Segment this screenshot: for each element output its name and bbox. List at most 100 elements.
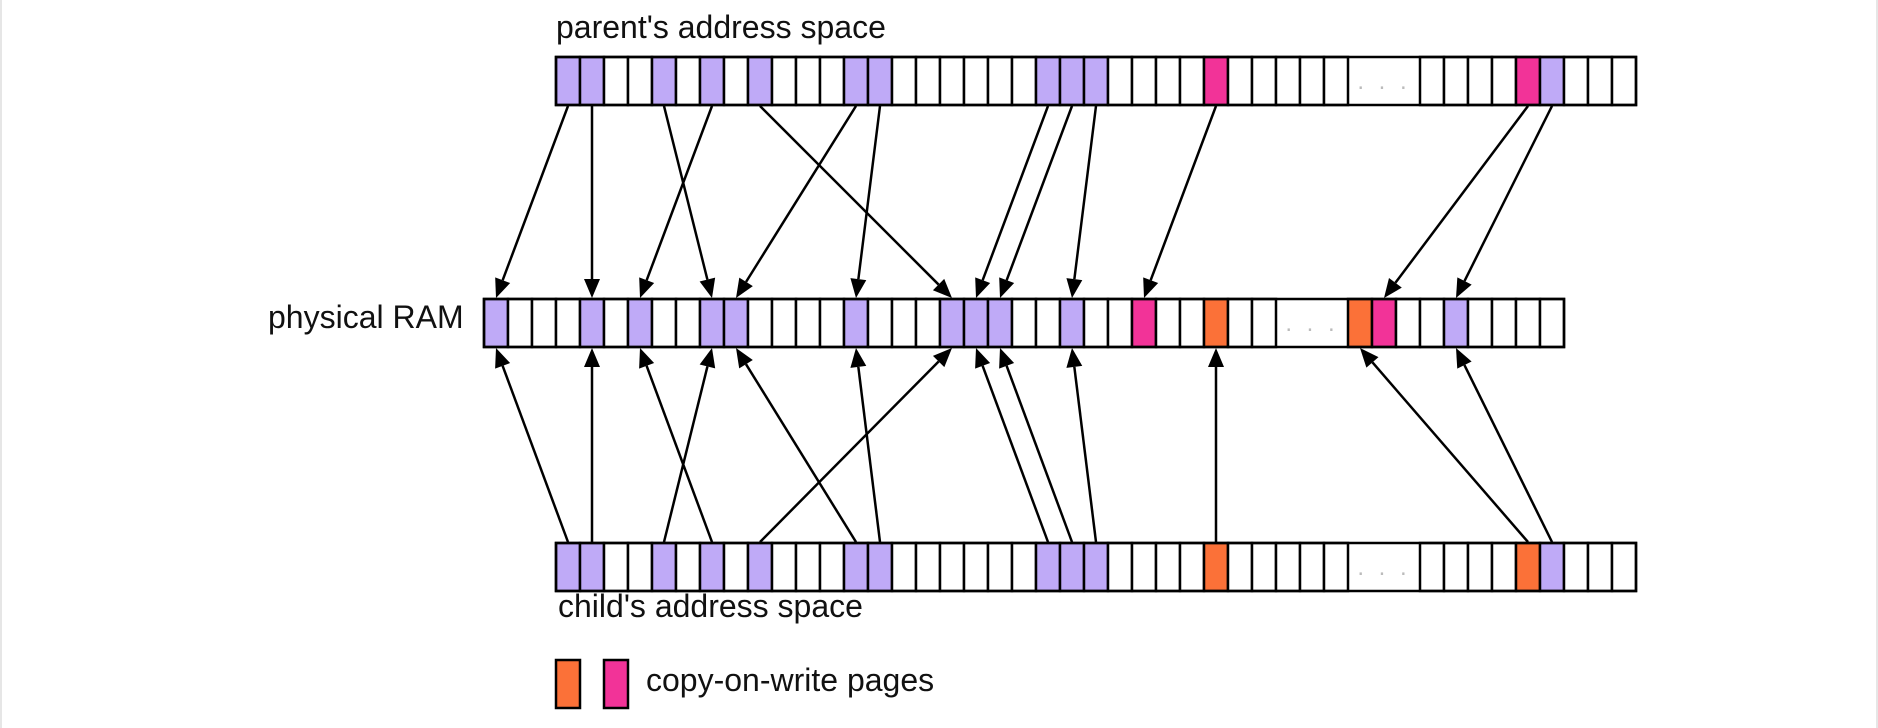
ram-page-cell-empty — [746, 297, 774, 349]
child-page-cell-empty — [1250, 541, 1278, 593]
ram-page-cell-empty — [530, 297, 558, 349]
parent-page-cell-empty — [962, 55, 990, 107]
frame-left-border — [0, 0, 2, 728]
ram-page-cell-shared — [938, 297, 966, 349]
child-page-row: . . . — [554, 541, 1638, 593]
ram-page-cell-empty — [1490, 297, 1518, 349]
parent-page-cell-empty — [1586, 55, 1614, 107]
parent-to-ram-arrow-5 — [736, 105, 858, 298]
ram-page-cell-shared — [626, 297, 654, 349]
child-page-cell-empty — [1178, 541, 1206, 593]
child-page-cell-empty — [1130, 541, 1158, 593]
ram-page-cell-empty — [1514, 297, 1542, 349]
parent-to-ram-arrow-1 — [584, 106, 600, 298]
ram-page-cell-shared — [1442, 297, 1470, 349]
parent-page-cell-empty — [1466, 55, 1494, 107]
parent-page-cell-empty — [890, 55, 918, 107]
child-page-cell-empty — [1418, 541, 1446, 593]
ram-page-cell-empty — [1418, 297, 1446, 349]
parent-page-cell-empty — [818, 55, 846, 107]
parent-to-ram-arrow-0 — [495, 105, 570, 298]
child-page-cell-cow-child — [1202, 541, 1230, 593]
parent-page-row: . . . — [554, 55, 1638, 107]
child-to-ram-arrow-11 — [1360, 348, 1529, 543]
ram-page-cell-empty — [1082, 297, 1110, 349]
child-to-ram-arrow-10 — [1208, 348, 1224, 542]
parent-page-cell-empty — [986, 55, 1014, 107]
parent-page-cell-empty — [1322, 55, 1350, 107]
child-page-cell-empty — [1490, 541, 1518, 593]
ram-page-cell-empty — [1154, 297, 1182, 349]
parent-page-cell-empty — [674, 55, 702, 107]
parent-to-ram-arrow-7 — [975, 105, 1050, 298]
child-to-ram-arrow-1 — [584, 348, 600, 542]
child-page-cell-shared — [866, 541, 894, 593]
child-page-cell-shared — [1082, 541, 1110, 593]
ram-page-cell-empty — [1226, 297, 1254, 349]
ram-page-cell-empty — [794, 297, 822, 349]
ram-page-cell-empty — [1466, 297, 1494, 349]
ram-page-cell-empty — [506, 297, 534, 349]
child-row-outline — [554, 541, 1638, 593]
parent-to-ram-arrow-8 — [999, 105, 1074, 298]
child-page-cell-shared — [698, 541, 726, 593]
parent-page-cell-shared — [578, 55, 606, 107]
parent-page-cell-shared — [698, 55, 726, 107]
ram-page-cell-cow-parent — [1130, 297, 1158, 349]
parent-ellipsis: . . . — [1357, 68, 1410, 95]
child-page-cell-empty — [914, 541, 942, 593]
legend-swatch-parent-cow — [602, 658, 630, 710]
child-page-cell-empty — [602, 541, 630, 593]
child-page-cell-shared — [1538, 541, 1566, 593]
parent-page-cell-empty — [1274, 55, 1302, 107]
child-page-cell-empty — [1106, 541, 1134, 593]
parent-page-cell-empty — [1106, 55, 1134, 107]
parent-to-ram-arrow-2 — [662, 105, 716, 298]
parent-page-cell-shared — [1538, 55, 1566, 107]
child-page-cell-empty — [1466, 541, 1494, 593]
parent-to-ram-arrow-11 — [1384, 105, 1530, 298]
parent-page-cell-shared — [650, 55, 678, 107]
parent-page-cell-shared — [746, 55, 774, 107]
child-page-cell-shared — [1058, 541, 1086, 593]
parent-page-cell-shared — [554, 55, 582, 107]
parent-page-cell-empty — [1178, 55, 1206, 107]
ram-page-cell-shared — [482, 297, 510, 349]
ram-page-cell-cow-child — [1346, 297, 1374, 349]
child-page-cell-empty — [1562, 541, 1590, 593]
ram-page-cell-empty — [674, 297, 702, 349]
child-page-cell-empty — [1226, 541, 1254, 593]
ram-page-cell-empty — [1106, 297, 1134, 349]
ram-page-cell-empty — [1538, 297, 1566, 349]
frame-right-border — [1876, 0, 1878, 728]
parent-page-cell-empty — [1154, 55, 1182, 107]
child-page-cell-empty — [626, 541, 654, 593]
child-page-cell-empty — [986, 541, 1014, 593]
parent-page-cell-empty — [1298, 55, 1326, 107]
legend-label: copy-on-write pages — [646, 662, 934, 698]
physical-ram-row: . . . — [482, 297, 1566, 349]
child-page-cell-shared — [554, 541, 582, 593]
ram-page-cell-empty — [1250, 297, 1278, 349]
child-ellipsis: . . . — [1357, 554, 1410, 581]
child-page-cell-shared — [746, 541, 774, 593]
child-page-cell-empty — [1442, 541, 1470, 593]
parent-row-outline — [554, 55, 1638, 107]
child-page-cell-empty — [1322, 541, 1350, 593]
child-page-cell-empty — [770, 541, 798, 593]
parent-page-cell-empty — [722, 55, 750, 107]
ram-page-cell-shared — [986, 297, 1014, 349]
ram-page-cell-empty — [818, 297, 846, 349]
ram-page-cell-cow-parent — [1370, 297, 1398, 349]
parent-to-ram-arrow-12 — [1456, 105, 1554, 298]
parent-page-cell-empty — [938, 55, 966, 107]
legend-swatch-child-cow — [554, 658, 582, 710]
parent-page-cell-empty — [1130, 55, 1158, 107]
child-to-ram-arrow-6 — [850, 348, 882, 543]
ram-page-cell-shared — [842, 297, 870, 349]
parent-page-cell-shared — [1082, 55, 1110, 107]
ram-page-cell-shared — [698, 297, 726, 349]
ram-page-cell-shared — [578, 297, 606, 349]
parent-page-cell-empty — [1442, 55, 1470, 107]
child-page-cell-empty — [818, 541, 846, 593]
